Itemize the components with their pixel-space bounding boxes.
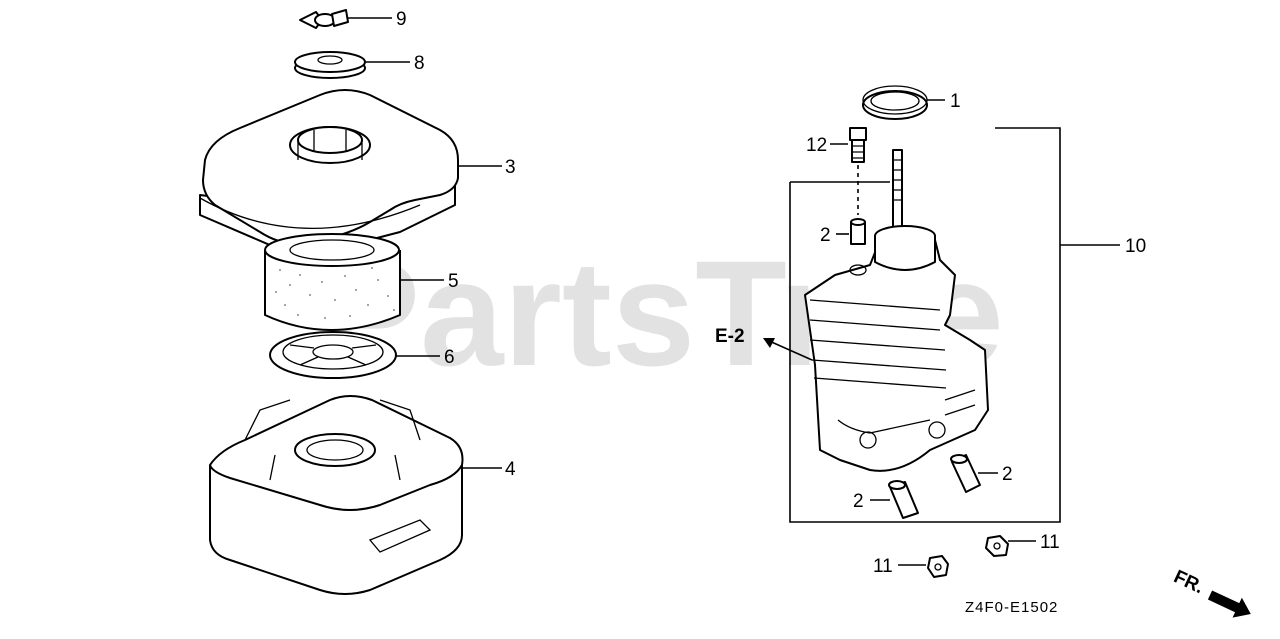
collar-part: [850, 218, 866, 245]
element-grid-part: [269, 331, 397, 379]
callout-2-left: 2: [853, 491, 864, 512]
wing-nut-part: [299, 9, 349, 29]
foam-element-part: [264, 233, 401, 331]
callout-5: 4: [505, 459, 516, 480]
diagram-code: Z4F0-E1502: [965, 599, 1058, 616]
callout-8: 10: [1125, 236, 1146, 257]
callout-10: 9: [396, 9, 407, 30]
gasket-ring-part: [862, 85, 928, 120]
nut-part-a: [985, 535, 1009, 557]
nut-part-b: [927, 555, 949, 578]
tube-part-a: [950, 454, 981, 493]
air-cleaner-cover-part: [199, 89, 459, 259]
callout-6: 5: [448, 271, 459, 292]
callout-3: 2: [820, 225, 831, 246]
callout-11-left: 11: [873, 556, 893, 577]
callout-2-right: 2: [1002, 464, 1013, 485]
callout-4: 3: [505, 157, 516, 178]
air-cleaner-elbow-part: [804, 149, 989, 472]
direction-label: FR.: [1170, 566, 1207, 598]
callout-7: 6: [444, 347, 455, 368]
tube-part-b: [888, 480, 919, 519]
callout-9: 8: [414, 53, 425, 74]
reference-e2: E-2: [715, 326, 745, 347]
front-direction-arrow: FR.: [1170, 566, 1251, 618]
callout-11-right: 11: [1040, 532, 1060, 553]
callout-1: 1: [950, 91, 961, 112]
bolt-part: [849, 127, 867, 163]
air-cleaner-case-part: [209, 395, 464, 595]
callout-12: 12: [806, 135, 827, 156]
seal-washer-part: [294, 51, 366, 79]
